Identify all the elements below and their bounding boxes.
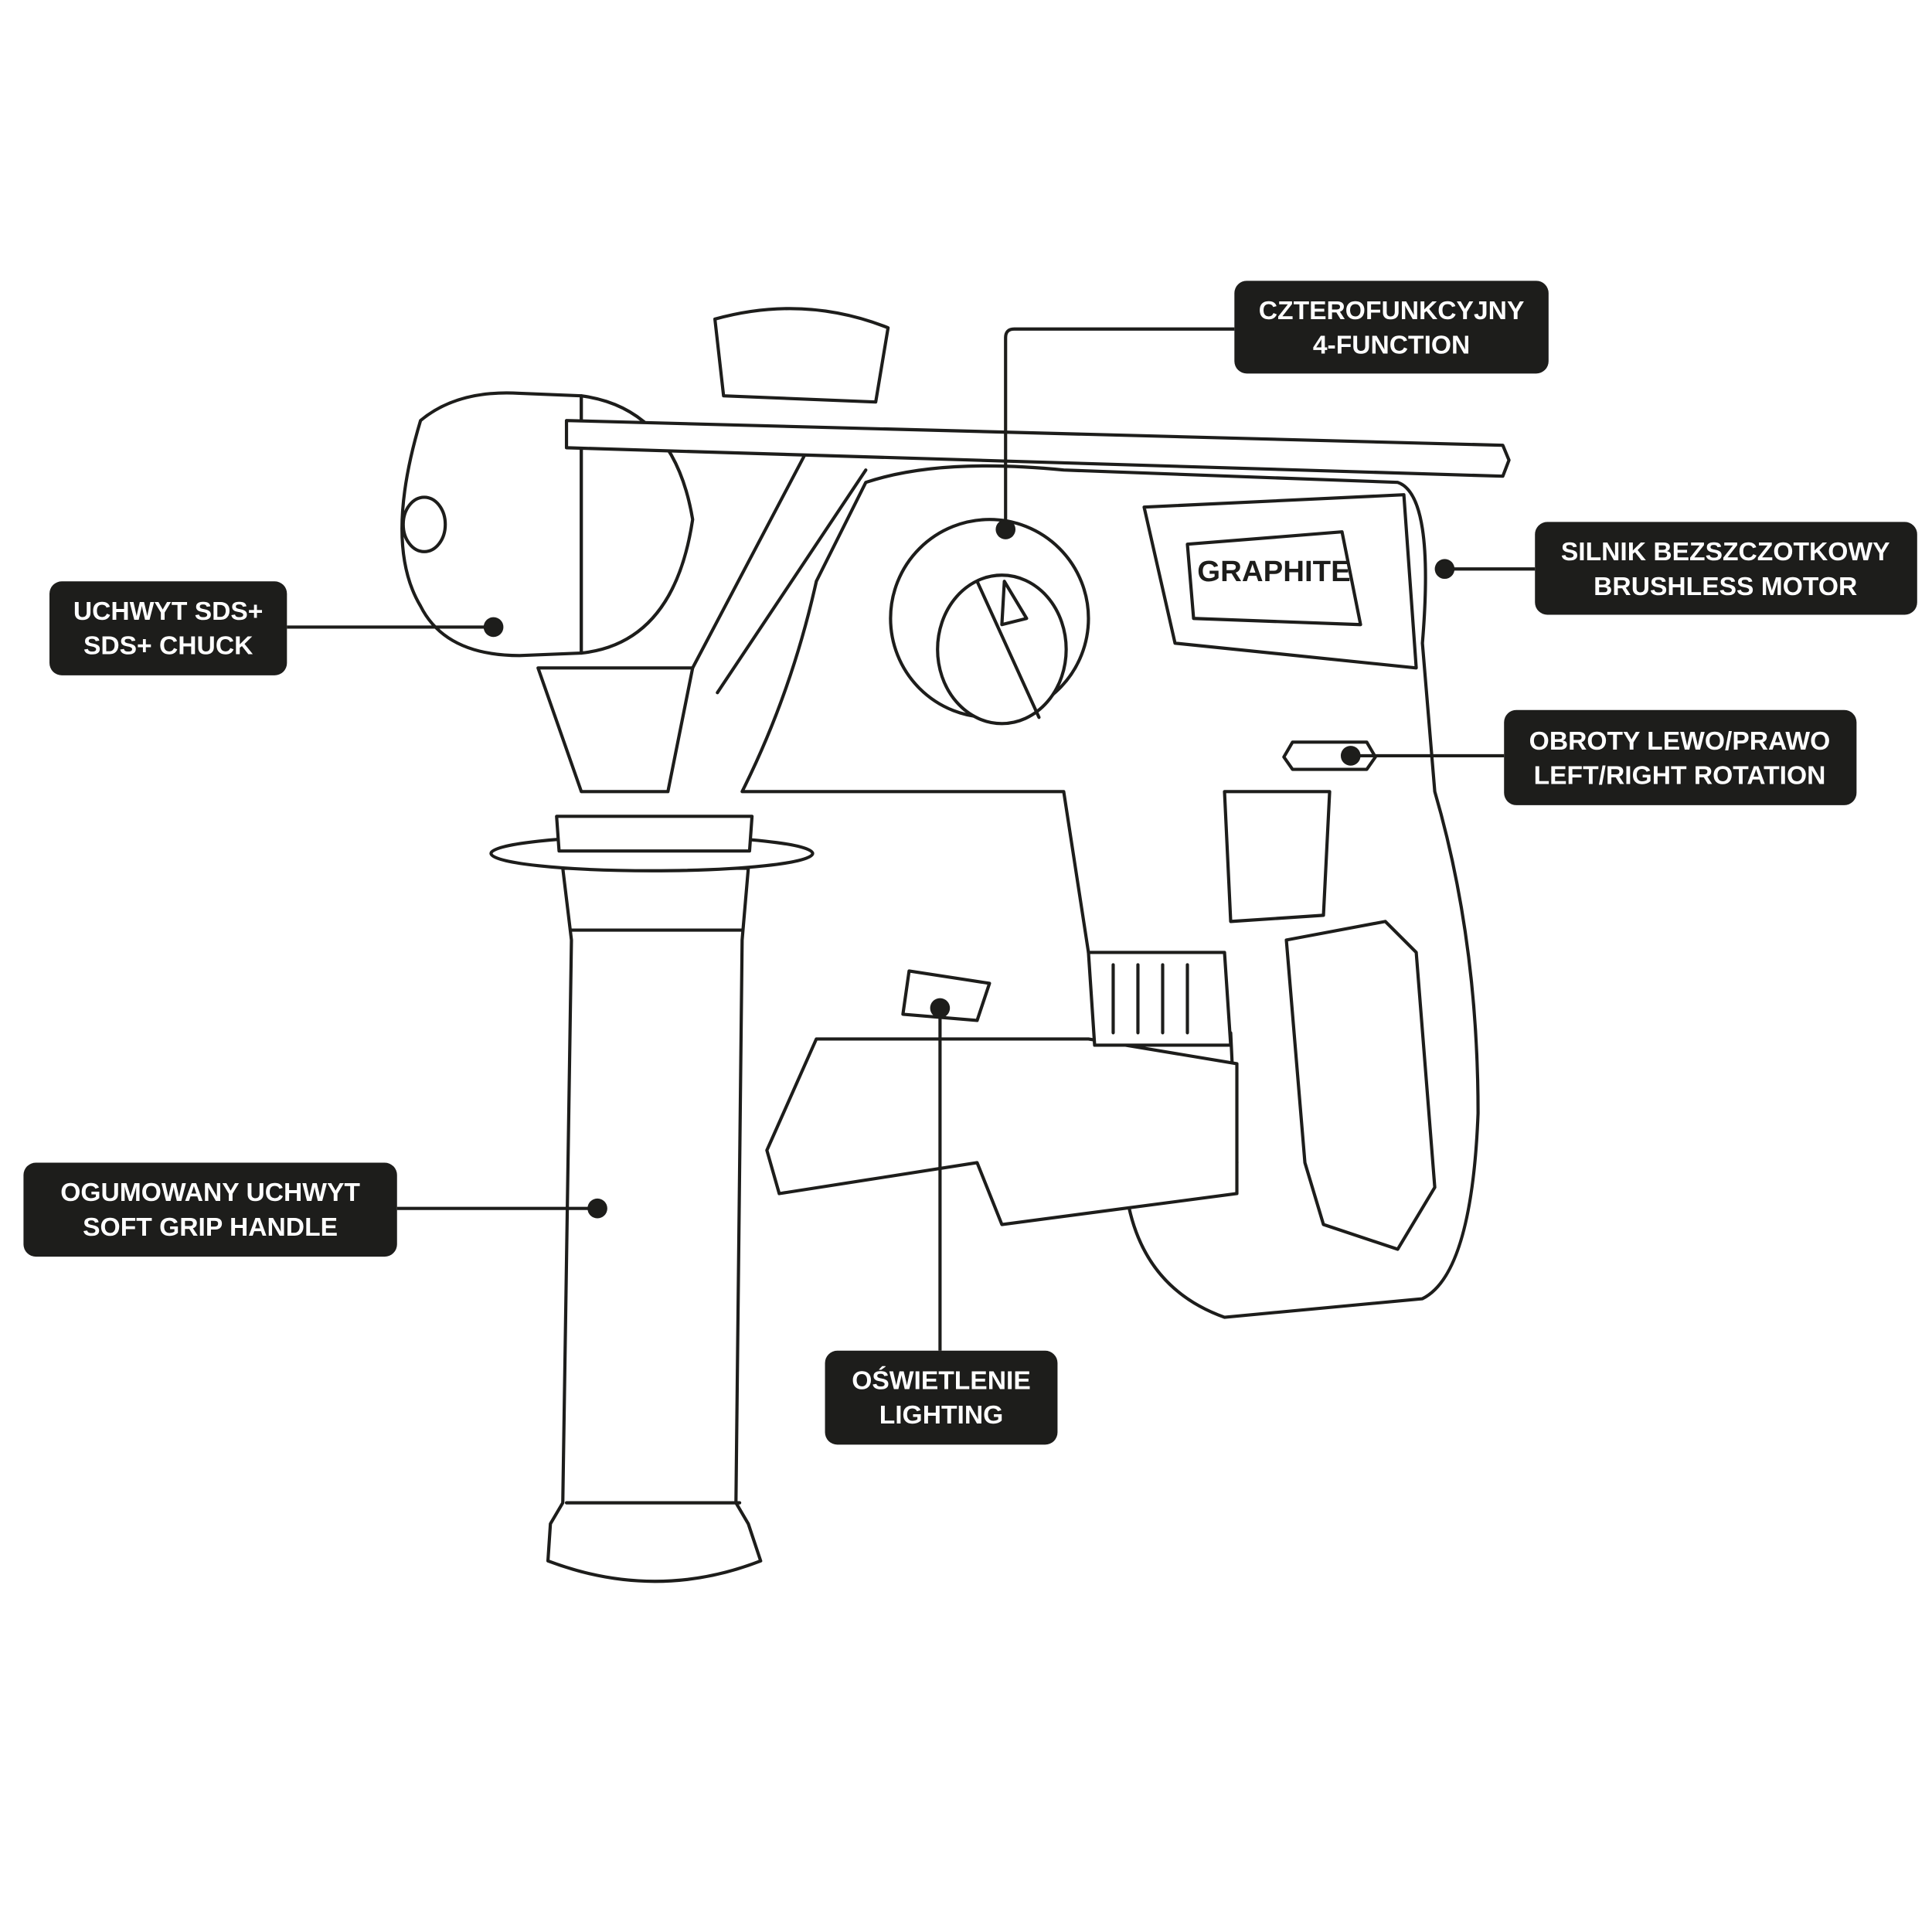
battery-mount <box>765 1037 1239 1226</box>
callout-dot <box>483 617 504 638</box>
mode-selector[interactable] <box>889 518 1090 726</box>
sds-chuck <box>400 391 695 658</box>
callout-label-en: SDS+ CHUCK <box>83 632 253 661</box>
callout-label-pl: OGUMOWANY UCHWYT <box>60 1179 360 1207</box>
callout-label-pl: OBROTY LEWO/PRAWO <box>1529 727 1831 756</box>
rear-grip <box>1284 920 1437 1251</box>
callout-dot <box>1340 746 1361 766</box>
callout-dot <box>930 998 951 1019</box>
callout-rotation: OBROTY LEWO/PRAWO LEFT/RIGHT ROTATION <box>1340 709 1857 805</box>
callout-dot <box>1434 559 1455 580</box>
callout-label-pl: CZTEROFUNKCYJNY <box>1259 297 1525 325</box>
callout-dot <box>587 1198 607 1219</box>
callout-dot <box>995 519 1016 539</box>
callout-function-mode: CZTEROFUNKCYJNY 4-FUNCTION <box>995 281 1549 539</box>
callout-label-en: LEFT/RIGHT ROTATION <box>1534 762 1826 791</box>
callout-label-en: BRUSHLESS MOTOR <box>1594 573 1857 601</box>
callout-label-en: 4-FUNCTION <box>1313 332 1471 360</box>
callout-chuck: UCHWYT SDS+ SDS+ CHUCK <box>49 581 504 675</box>
callout-label-pl: UCHWYT SDS+ <box>73 597 264 626</box>
callout-lighting: OŚWIETLENIE LIGHTING <box>825 998 1058 1445</box>
callout-label-pl: OŚWIETLENIE <box>852 1366 1031 1395</box>
callout-label-en: SOFT GRIP HANDLE <box>83 1213 338 1242</box>
callout-label-pl: SILNIK BEZSZCZOTKOWY <box>1561 538 1890 566</box>
handle-bracket <box>536 666 695 794</box>
callout-motor: SILNIK BEZSZCZOTKOWY BRUSHLESS MOTOR <box>1434 522 1917 615</box>
brand-logo: GRAPHITE <box>1197 555 1350 588</box>
callout-handle: OGUMOWANY UCHWYT SOFT GRIP HANDLE <box>23 1162 607 1257</box>
callout-label-en: LIGHTING <box>879 1401 1004 1430</box>
drill-drawing: GRAPHITE <box>400 307 1511 1583</box>
side-handle <box>489 815 815 1583</box>
top-rail <box>564 419 1511 478</box>
